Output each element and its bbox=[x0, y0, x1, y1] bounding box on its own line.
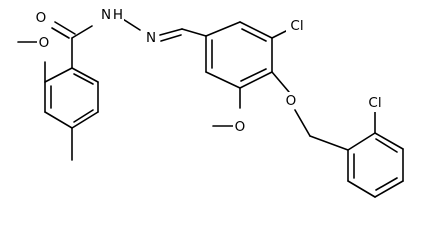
bond bbox=[294, 109, 311, 137]
bond bbox=[71, 111, 99, 129]
bond bbox=[73, 109, 94, 123]
bond bbox=[159, 28, 183, 36]
bond bbox=[375, 177, 398, 191]
bond bbox=[44, 111, 73, 129]
bond bbox=[73, 73, 94, 85]
bond bbox=[54, 21, 76, 35]
methoxy-oxygen-right-label: O bbox=[235, 119, 246, 135]
bond bbox=[241, 28, 267, 42]
bond bbox=[375, 138, 398, 153]
bond bbox=[239, 71, 273, 89]
bond bbox=[71, 25, 93, 39]
chloro-benzyl-ring-label: Cl bbox=[368, 95, 381, 111]
bond bbox=[205, 21, 241, 37]
bond bbox=[71, 67, 99, 83]
bond bbox=[239, 21, 273, 39]
bond bbox=[374, 180, 404, 198]
bond-layer bbox=[17, 15, 404, 198]
bond bbox=[309, 135, 349, 151]
molecule-diagram: O N H N Cl O O O Cl bbox=[17, 6, 404, 198]
bond bbox=[181, 28, 207, 37]
bond bbox=[51, 27, 70, 39]
imine-nitrogen-label: N bbox=[146, 30, 156, 46]
label-layer: O N H N Cl O O O Cl bbox=[34, 6, 386, 135]
methoxy-oxygen-left-label: O bbox=[39, 35, 50, 51]
chloro-central-ring-label: Cl bbox=[290, 18, 303, 34]
amide-nitrogen-label: N bbox=[101, 7, 111, 23]
bond bbox=[205, 71, 241, 89]
bond bbox=[271, 30, 287, 39]
bond bbox=[347, 132, 376, 151]
carbonyl-oxygen-label: O bbox=[36, 10, 47, 26]
bond bbox=[44, 67, 73, 83]
bond bbox=[240, 68, 267, 82]
amide-hydrogen-label: H bbox=[113, 7, 123, 23]
bond bbox=[347, 180, 376, 198]
ether-oxygen-label: O bbox=[286, 93, 297, 109]
bond bbox=[160, 34, 182, 42]
bond bbox=[271, 71, 290, 93]
bond bbox=[374, 132, 404, 150]
